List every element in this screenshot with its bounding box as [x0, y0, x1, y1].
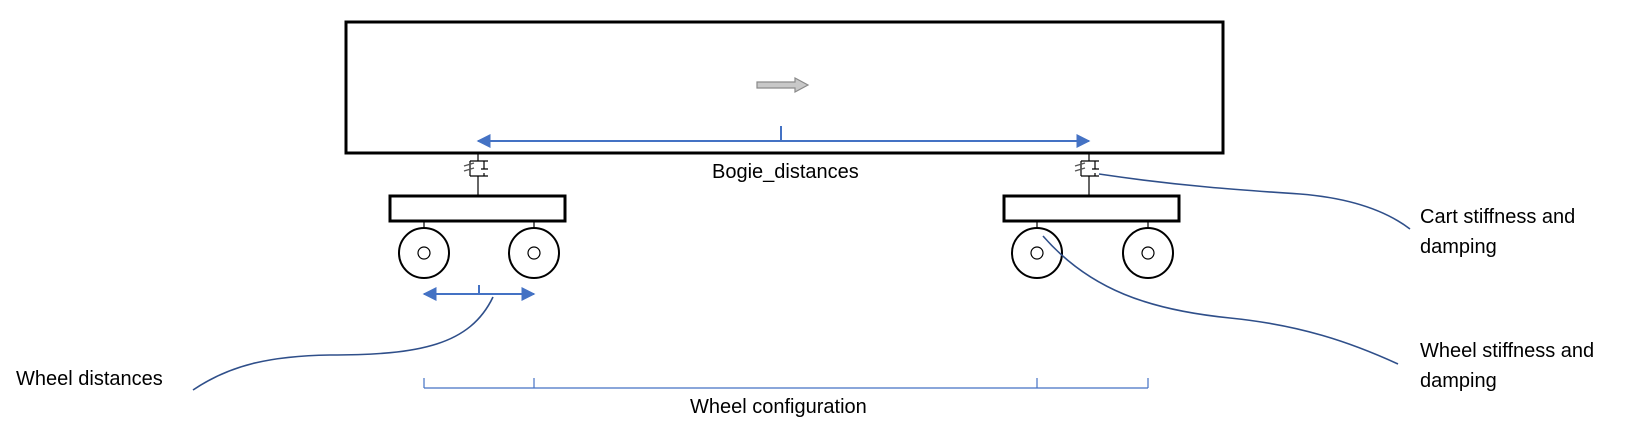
bogie-distances-dimension [476, 126, 1091, 148]
wheel-3 [1011, 227, 1063, 279]
wheel-stiffness-leader [1042, 235, 1399, 365]
wheel-distances-label: Wheel distances [16, 368, 163, 390]
bogie-distances-label: Bogie_distances [712, 161, 859, 183]
axle-3 [1030, 246, 1044, 260]
cart-stiffness-label-line2: damping [1420, 236, 1497, 258]
wheel-2 [508, 227, 560, 279]
wheel-distances-leader [192, 296, 494, 391]
wheel-stiffness-label-line2: damping [1420, 370, 1497, 392]
wheel-1 [398, 227, 450, 279]
wheel-configuration-dimension [423, 378, 1149, 389]
axle-1 [417, 246, 431, 260]
bogie-frame-left [388, 194, 567, 223]
axle-2 [527, 246, 541, 260]
cart-stiffness-label-line1: Cart stiffness and [1420, 206, 1575, 228]
wheel-4 [1122, 227, 1174, 279]
wheel-distances-dimension [422, 285, 536, 301]
cart-stiffness-leader [1098, 173, 1411, 230]
wheel-stiffness-label-line1: Wheel stiffness and [1420, 340, 1594, 362]
cart-suspension-left-icon [463, 153, 488, 196]
cart-suspension-right-icon [1074, 153, 1099, 196]
wheel-configuration-label: Wheel configuration [690, 396, 867, 418]
axle-4 [1141, 246, 1155, 260]
direction-arrow-icon [756, 76, 810, 94]
bogie-frame-right [1002, 194, 1181, 223]
